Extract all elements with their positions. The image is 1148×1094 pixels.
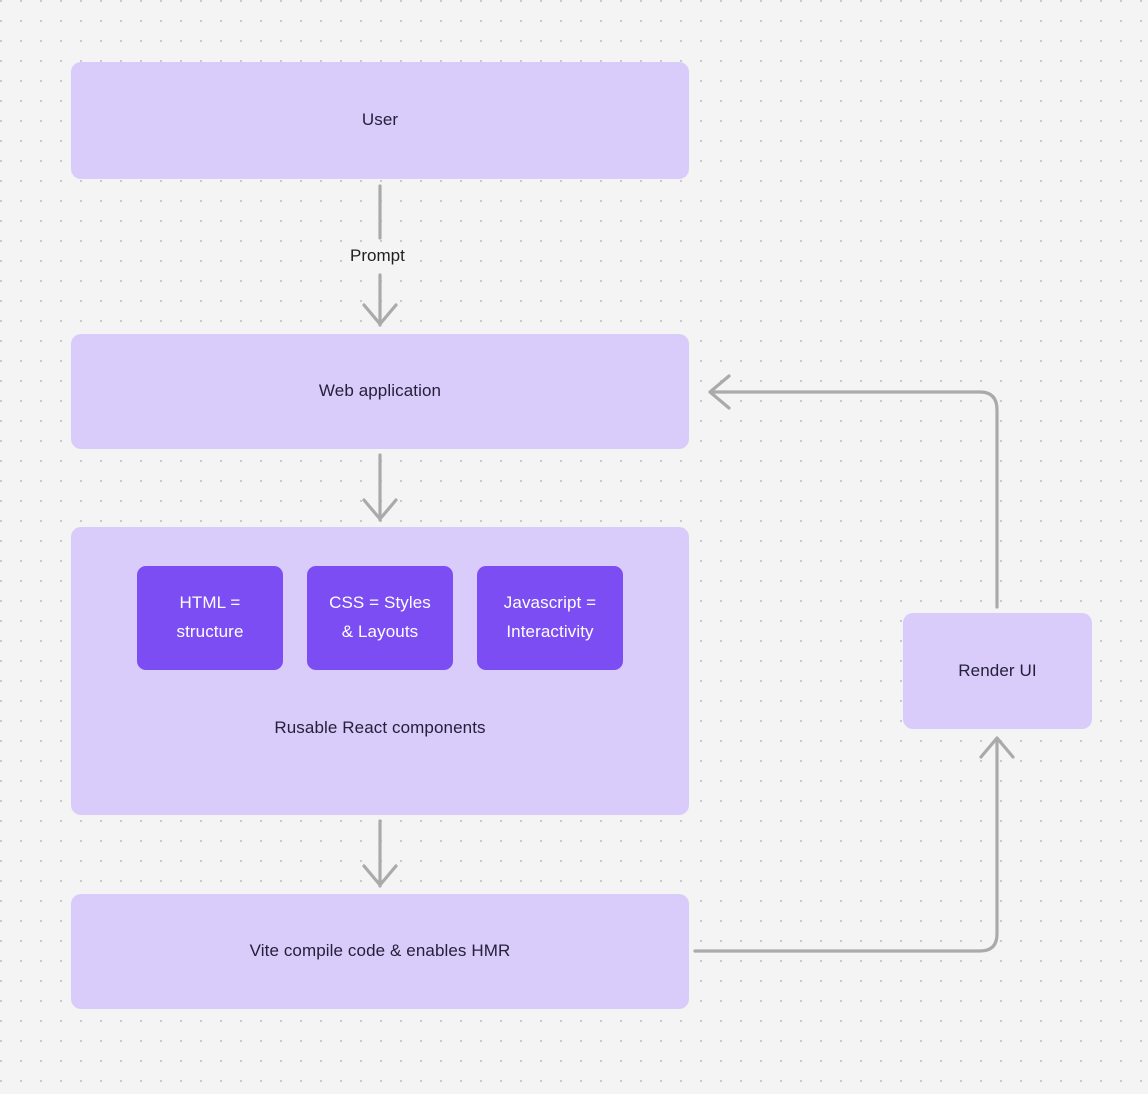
edge-label-prompt: Prompt [345, 245, 410, 267]
react-components-caption: Rusable React components [274, 718, 486, 737]
edge-vite-to-render [693, 736, 1015, 953]
node-vite-label: Vite compile code & enables HMR [249, 941, 511, 961]
chip-javascript-label: Javascript = Interactivity [503, 593, 597, 641]
node-user-label: User [361, 110, 399, 130]
chip-html-label: HTML = structure [176, 593, 244, 641]
chip-css-label: CSS = Styles & Layouts [329, 593, 431, 641]
chip-html[interactable]: HTML = structure [137, 566, 283, 670]
chip-javascript[interactable]: Javascript = Interactivity [477, 566, 623, 670]
node-web-application-label: Web application [318, 381, 442, 401]
node-render-ui-label: Render UI [958, 660, 1037, 680]
node-render-ui[interactable]: Render UI [903, 613, 1092, 729]
node-vite[interactable]: Vite compile code & enables HMR [71, 894, 689, 1009]
node-user[interactable]: User [71, 62, 689, 179]
node-react-components-group[interactable]: HTML = structure CSS = Styles & Layouts … [71, 527, 689, 815]
node-web-application[interactable]: Web application [71, 334, 689, 449]
edge-webapp-to-react [362, 453, 398, 522]
edge-react-to-vite [362, 819, 398, 888]
chip-css[interactable]: CSS = Styles & Layouts [307, 566, 453, 670]
edge-render-to-webapp [708, 374, 999, 609]
